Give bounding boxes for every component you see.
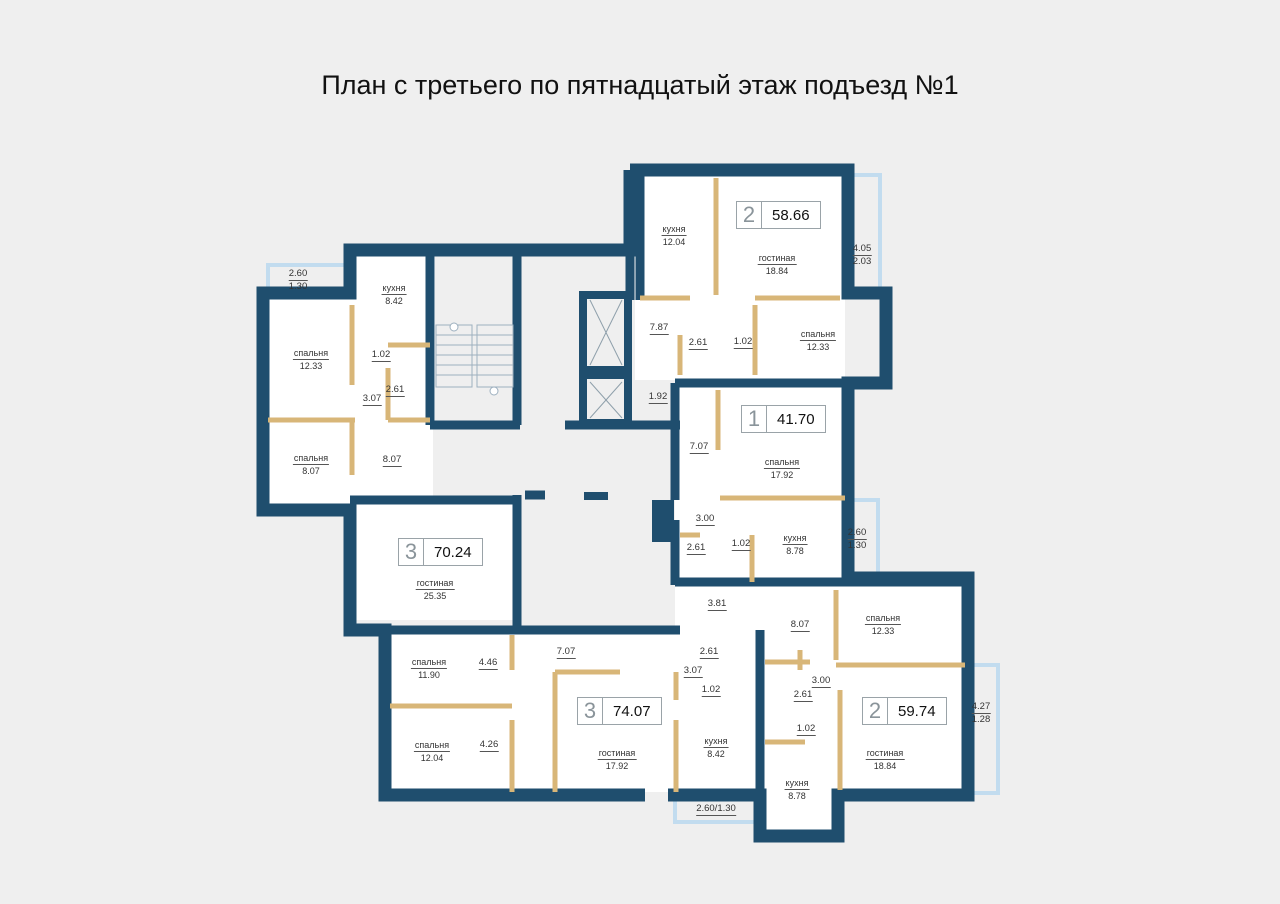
apartment-area: 74.07 xyxy=(613,702,651,720)
plan-title: План с третьего по пятнадцатый этаж подъ… xyxy=(321,70,959,100)
room-count: 3 xyxy=(578,698,603,724)
area-dim: 2.61 xyxy=(793,689,813,702)
elevator-shafts xyxy=(579,291,632,427)
apartment-area: 70.24 xyxy=(434,543,472,561)
area-dim: 4.46 xyxy=(478,657,498,670)
area-dim: 3.07 xyxy=(683,665,703,678)
area-dim: 4.26 xyxy=(479,739,499,752)
area-dim: 7.07 xyxy=(556,646,576,659)
area-dim: 3.81 xyxy=(707,598,727,611)
area-dim: 2.61 xyxy=(686,542,706,555)
room-count: 2 xyxy=(863,698,888,724)
area-dim: 3.00 xyxy=(695,513,715,526)
room-count: 1 xyxy=(742,406,767,432)
room-count: 2 xyxy=(737,202,762,228)
area-dim: 2.61 xyxy=(699,646,719,659)
area-dim: 8.07 xyxy=(382,454,402,467)
area-dim: 1.02 xyxy=(731,538,751,551)
area-dim: 3.00 xyxy=(811,675,831,688)
area-dim: 7.07 xyxy=(689,441,709,454)
inner-walls xyxy=(350,168,968,795)
area-dim: 7.87 xyxy=(649,322,669,335)
area-dim: 1.92 xyxy=(648,391,668,404)
room-count: 3 xyxy=(399,539,424,565)
apartment-area: 58.66 xyxy=(772,206,810,224)
area-dim: 1.02 xyxy=(796,723,816,736)
partitions xyxy=(268,178,965,792)
area-dim: 1.02 xyxy=(701,684,721,697)
staircase xyxy=(435,322,514,396)
apartment-area: 59.74 xyxy=(898,702,936,720)
apartment-area: 41.70 xyxy=(777,410,815,428)
floor-area xyxy=(268,175,965,832)
area-dim: 1.02 xyxy=(733,336,753,349)
area-dim: 2.61 xyxy=(385,384,405,397)
balcony-size: 2.60/1.30 xyxy=(696,803,736,816)
area-dim: 8.07 xyxy=(790,619,810,632)
area-dim: 3.07 xyxy=(362,393,382,406)
area-dim: 2.61 xyxy=(688,337,708,350)
area-dim: 1.02 xyxy=(371,349,391,362)
